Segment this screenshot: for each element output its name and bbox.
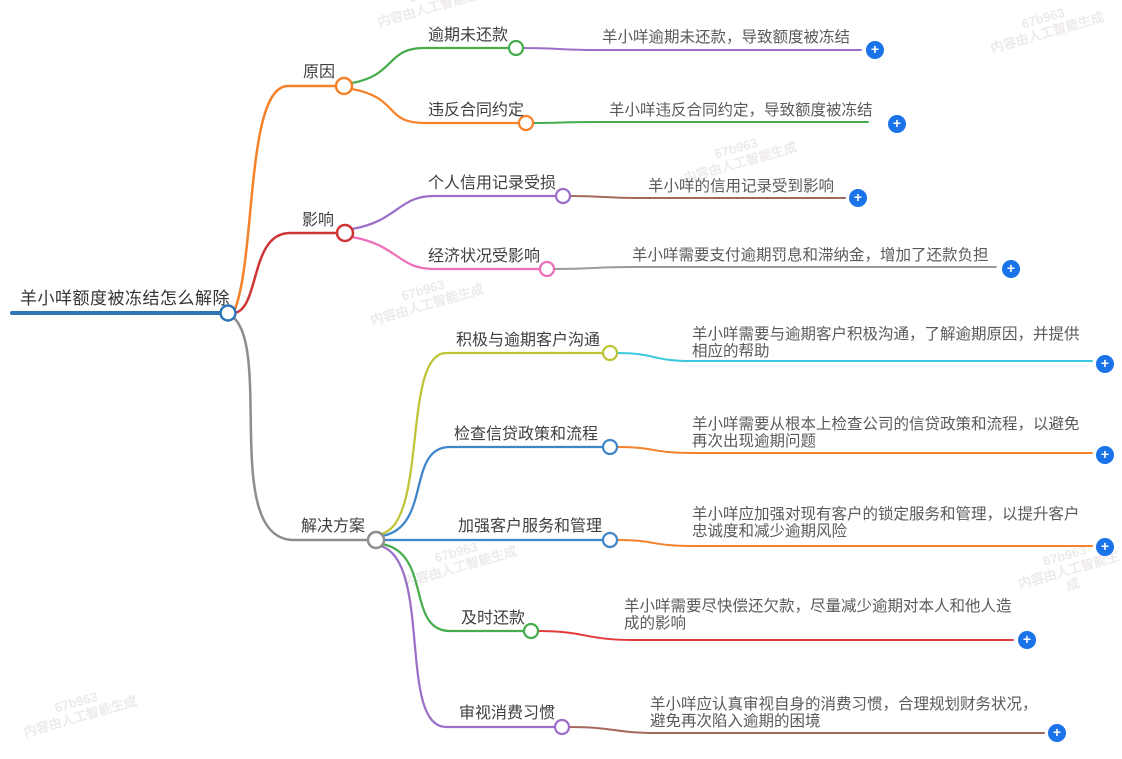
add-node-button-solution-habits[interactable]: + <box>1048 724 1066 742</box>
connector-solution-policy <box>380 445 605 538</box>
impact-economic-circle[interactable] <box>538 260 556 278</box>
connector-solution-repay <box>380 542 526 633</box>
leafline-cause-overdue <box>522 47 862 51</box>
add-node-button-impact-economic[interactable]: + <box>1002 260 1020 278</box>
solution-service-detail[interactable]: 羊小咩应加强对现有客户的锁定服务和管理，以提升客户 忠诚度和减少逾期风险 <box>692 506 1080 540</box>
connector-impact-credit <box>350 194 558 231</box>
add-node-button-impact-credit[interactable]: + <box>849 189 867 207</box>
connector-solution-communicate <box>379 351 605 536</box>
solution-service-circle[interactable] <box>601 531 619 549</box>
solution-repay-detail[interactable]: 羊小咩需要尽快偿还欠款，尽量减少逾期对本人和他人造 成的影响 <box>624 598 1012 632</box>
root-node-label[interactable]: 羊小咩额度被冻结怎么解除 <box>20 289 230 308</box>
leafline-impact-credit <box>569 195 846 199</box>
add-node-button-solution-repay[interactable]: + <box>1018 631 1036 649</box>
impact-economic-label[interactable]: 经济状况受影响 <box>428 248 541 265</box>
impact-node-circle[interactable] <box>335 223 355 243</box>
impact-credit-label[interactable]: 个人信用记录受损 <box>428 175 557 192</box>
solution-repay-circle[interactable] <box>522 622 540 640</box>
solution-policy-circle[interactable] <box>601 438 619 456</box>
impact-credit-circle[interactable] <box>554 187 572 205</box>
leafline-solution-policy <box>616 446 1093 454</box>
cause-overdue-detail[interactable]: 羊小咩逾期未还款，导致额度被冻结 <box>602 29 851 46</box>
add-node-button-cause-breach[interactable]: + <box>888 115 906 133</box>
cause-node-circle[interactable] <box>334 76 354 96</box>
add-node-button-solution-communicate[interactable]: + <box>1096 355 1114 373</box>
branch-impact-label[interactable]: 影响 <box>302 212 335 229</box>
solution-repay-label[interactable]: 及时还款 <box>461 610 526 627</box>
branch-solution-label[interactable]: 解决方案 <box>301 518 366 535</box>
add-node-button-solution-policy[interactable]: + <box>1096 446 1114 464</box>
solution-communicate-label[interactable]: 积极与逾期客户沟通 <box>456 332 601 349</box>
leafline-solution-habits <box>568 726 1045 734</box>
connector-cause <box>233 84 338 311</box>
solution-policy-label[interactable]: 检查信贷政策和流程 <box>454 426 599 443</box>
branch-cause-label[interactable]: 原因 <box>303 64 336 81</box>
connector-cause-overdue <box>350 46 511 85</box>
solution-service-label[interactable]: 加强客户服务和管理 <box>458 518 603 535</box>
solution-habits-label[interactable]: 审视消费习惯 <box>459 705 556 722</box>
leafline-impact-economic <box>553 266 997 270</box>
connector-impact-economic <box>350 235 542 271</box>
cause-breach-detail[interactable]: 羊小咩违反合同约定，导致额度被冻结 <box>609 102 873 119</box>
add-node-button-cause-overdue[interactable]: + <box>866 41 884 59</box>
connector-cause-breach <box>350 87 521 125</box>
leafline-cause-breach <box>532 121 869 124</box>
solution-communicate-detail[interactable]: 羊小咩需要与逾期客户积极沟通，了解逾期原因，并提供 相应的帮助 <box>692 326 1080 360</box>
add-node-button-solution-service[interactable]: + <box>1096 538 1114 556</box>
cause-breach-label[interactable]: 违反合同约定 <box>428 102 525 119</box>
solution-policy-detail[interactable]: 羊小咩需要从根本上检查公司的信贷政策和流程，以避免 再次出现逾期问题 <box>692 416 1080 450</box>
cause-overdue-circle[interactable] <box>507 39 525 57</box>
connector-impact <box>233 231 339 315</box>
solution-habits-circle[interactable] <box>553 718 571 736</box>
leafline-solution-repay <box>537 630 1014 641</box>
leafline-solution-service <box>616 539 1093 547</box>
connector-solution <box>231 315 370 542</box>
solution-habits-detail[interactable]: 羊小咩应认真审视自身的消费习惯，合理规划财务状况， 避免再次陷入逾期的困境 <box>650 696 1038 730</box>
root-node-circle[interactable] <box>219 304 237 322</box>
impact-credit-detail[interactable]: 羊小咩的信用记录受到影响 <box>648 178 835 195</box>
solution-node-circle[interactable] <box>366 530 386 550</box>
solution-communicate-circle[interactable] <box>601 344 619 362</box>
connector-solution-habits <box>379 544 557 729</box>
cause-breach-circle[interactable] <box>517 114 535 132</box>
cause-overdue-label[interactable]: 逾期未还款 <box>428 27 509 44</box>
impact-economic-detail[interactable]: 羊小咩需要支付逾期罚息和滞纳金，增加了还款负担 <box>632 247 989 264</box>
leafline-solution-communicate <box>616 352 1093 362</box>
